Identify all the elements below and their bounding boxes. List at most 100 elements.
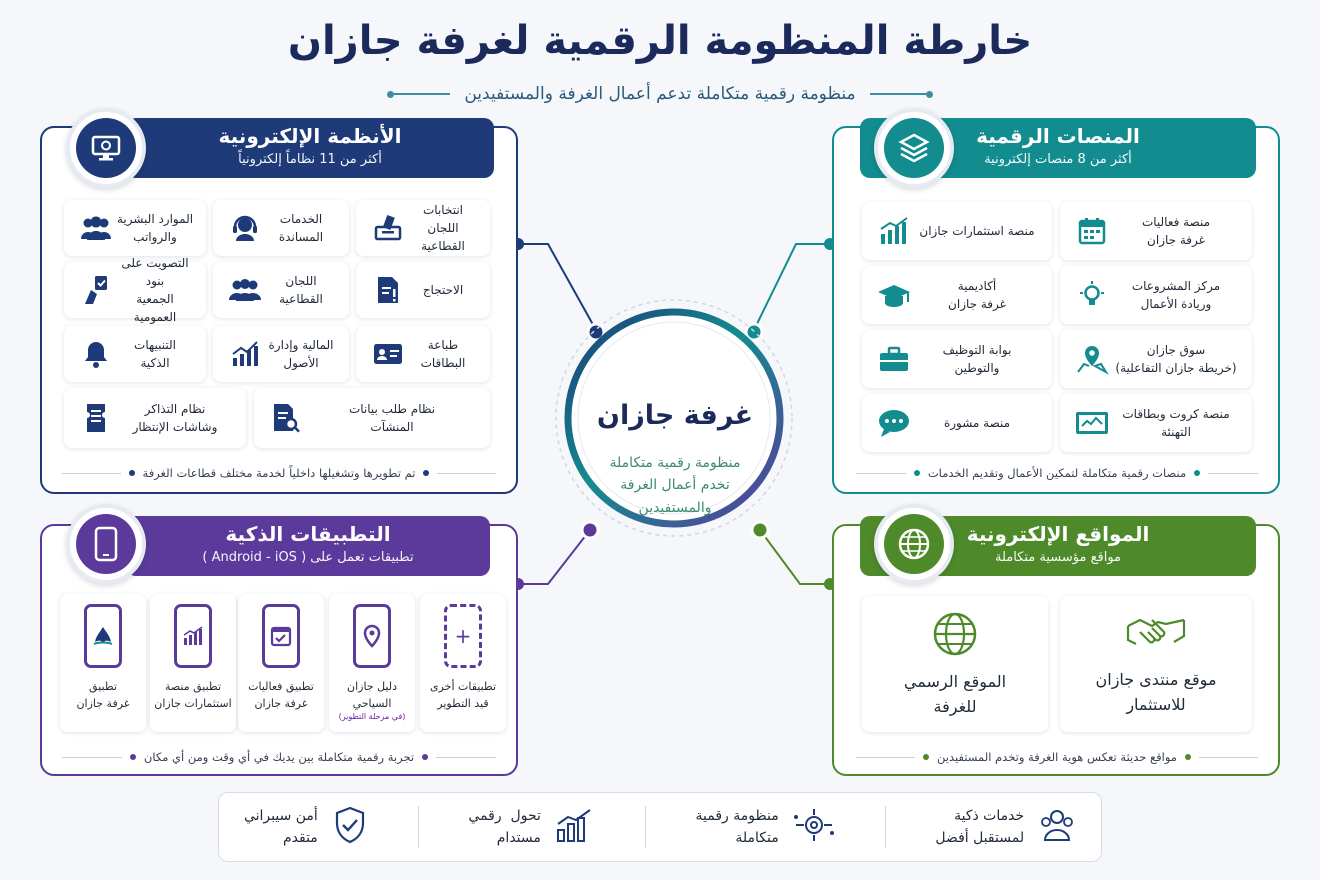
chat-bubble-icon xyxy=(874,403,914,443)
feature-label: مستدام xyxy=(496,830,541,846)
card-label: التنبيهات xyxy=(134,338,176,352)
card-label: المالية وإدارة xyxy=(268,338,334,352)
card-label: غرفة جازان xyxy=(254,697,308,711)
system-card-objection[interactable]: الاحتجاج xyxy=(356,262,490,318)
card-label: وريادة الأعمال xyxy=(1140,297,1212,311)
apps-footer: تجربة رقمية متكاملة بين يديك في أي وقت و… xyxy=(62,750,496,764)
divider xyxy=(884,806,886,848)
feature-label: تحول رقمي xyxy=(468,807,541,824)
card-label: للاستثمار xyxy=(1126,695,1186,714)
apps-title: التطبيقات الذكية xyxy=(225,522,391,546)
center-subtitle-line: والمستفيدين xyxy=(638,499,712,516)
card-label: غرفة جازان xyxy=(76,697,130,711)
card-label: البطاقات xyxy=(420,356,466,370)
systems-subtitle: أكثر من 11 نظاماً إلكترونياً xyxy=(238,152,382,167)
center-subtitle-line: منظومة رقمية متكاملة xyxy=(609,455,741,471)
document-search-icon xyxy=(266,398,306,438)
page-subtitle: منظومة رقمية متكاملة تدعم أعمال الغرفة و… xyxy=(464,84,856,104)
apps-footer-text: تجربة رقمية متكاملة بين يديك في أي وقت و… xyxy=(143,750,415,764)
chart-up-icon xyxy=(225,334,265,374)
platform-card-consultation[interactable]: منصة مشورة xyxy=(862,394,1052,452)
card-label: منصة كروت وبطاقات xyxy=(1122,407,1230,421)
plus-icon: + xyxy=(444,604,482,668)
platform-card-employment[interactable]: بوابة التوظيف والتوطين xyxy=(862,330,1052,388)
websites-footer: مواقع حديثة تعكس هوية الغرفة وتخدم المست… xyxy=(856,750,1258,764)
app-card-events[interactable]: تطبيق فعاليات غرفة جازان xyxy=(238,594,324,732)
card-label: الجمعية العمومية xyxy=(133,292,177,324)
websites-footer-text: مواقع حديثة تعكس هوية الغرفة وتخدم المست… xyxy=(937,750,1177,764)
subtitle-divider xyxy=(869,90,933,98)
chamber-logo-icon xyxy=(84,604,122,668)
platforms-title: المنصات الرقمية xyxy=(976,124,1140,148)
platform-card-investments[interactable]: منصة استثمارات جازان xyxy=(862,202,1052,260)
greeting-card-icon xyxy=(1072,403,1112,443)
card-label: استثمارات جازان xyxy=(154,697,232,711)
people-icon xyxy=(76,208,116,248)
headset-icon xyxy=(225,208,265,248)
card-label: منصة فعاليات xyxy=(1141,215,1211,229)
platform-card-entrepreneurship[interactable]: مركز المشروعات وريادة الأعمال xyxy=(1060,266,1252,324)
platforms-subtitle: أكثر من 8 منصات إلكترونية xyxy=(984,152,1132,167)
platform-card-market[interactable]: سوق جازان(خريطة جازان التفاعلية) xyxy=(1060,330,1252,388)
map-pin-icon xyxy=(353,604,391,668)
card-label: سوق جازان xyxy=(1146,343,1206,357)
hand-vote-icon xyxy=(76,270,116,310)
subtitle-divider xyxy=(387,90,451,98)
card-label: مركز المشروعات xyxy=(1131,279,1221,293)
card-label: تطبيق xyxy=(89,680,117,693)
lightbulb-icon xyxy=(1072,275,1112,315)
card-label: تطبيق فعاليات xyxy=(248,680,314,693)
subtitle-row: منظومة رقمية متكاملة تدعم أعمال الغرفة و… xyxy=(0,84,1320,104)
growth-chart-icon xyxy=(555,806,595,848)
handshake-icon xyxy=(1124,610,1188,658)
ballot-box-icon xyxy=(368,208,408,248)
ticket-icon xyxy=(76,398,116,438)
feature-label: متكاملة xyxy=(735,830,779,846)
card-label: منصة مشورة xyxy=(943,416,1011,430)
card-label: أكاديمية xyxy=(957,279,997,293)
card-label: المنشآت xyxy=(370,420,414,434)
id-card-icon xyxy=(368,334,408,374)
calendar-check-icon xyxy=(262,604,300,668)
systems-footer-text: تم تطويرها وتشغيلها داخلياً لخدمة مختلف … xyxy=(142,466,416,480)
bar-chart-icon xyxy=(174,604,212,668)
center-subtitle: منظومة رقمية متكاملة تخدم أعمال الغرفة و… xyxy=(580,452,770,519)
app-card-investments[interactable]: تطبيق منصة استثمارات جازان xyxy=(150,594,236,732)
card-label: بوابة التوظيف xyxy=(942,343,1012,357)
feature-digital-transformation: تحول رقمي مستدام xyxy=(468,805,594,850)
systems-footer: تم تطويرها وتشغيلها داخلياً لخدمة مختلف … xyxy=(61,466,496,480)
card-label: دليل جازان xyxy=(347,680,397,693)
card-label: تطبيق منصة xyxy=(164,680,222,693)
bell-icon xyxy=(76,334,116,374)
calendar-icon xyxy=(1072,211,1112,251)
platform-card-events[interactable]: منصة فعاليات غرفة جازان xyxy=(1060,202,1252,260)
card-label: والتوطين xyxy=(954,361,1000,375)
card-label: القطاعية xyxy=(279,292,323,306)
platforms-footer: منصات رقمية متكاملة لتمكين الأعمال وتقدي… xyxy=(855,466,1258,480)
app-card-chamber[interactable]: تطبيق غرفة جازان xyxy=(60,594,146,732)
card-label: الاحتجاج xyxy=(422,283,464,297)
card-label: المساندة xyxy=(278,230,324,244)
card-label: انتخابات اللجان xyxy=(423,203,463,235)
feature-label: لمستقبل أفضل xyxy=(935,830,1025,846)
card-label: غرفة جازان xyxy=(1147,233,1205,247)
card-label: السياحي xyxy=(352,697,392,711)
